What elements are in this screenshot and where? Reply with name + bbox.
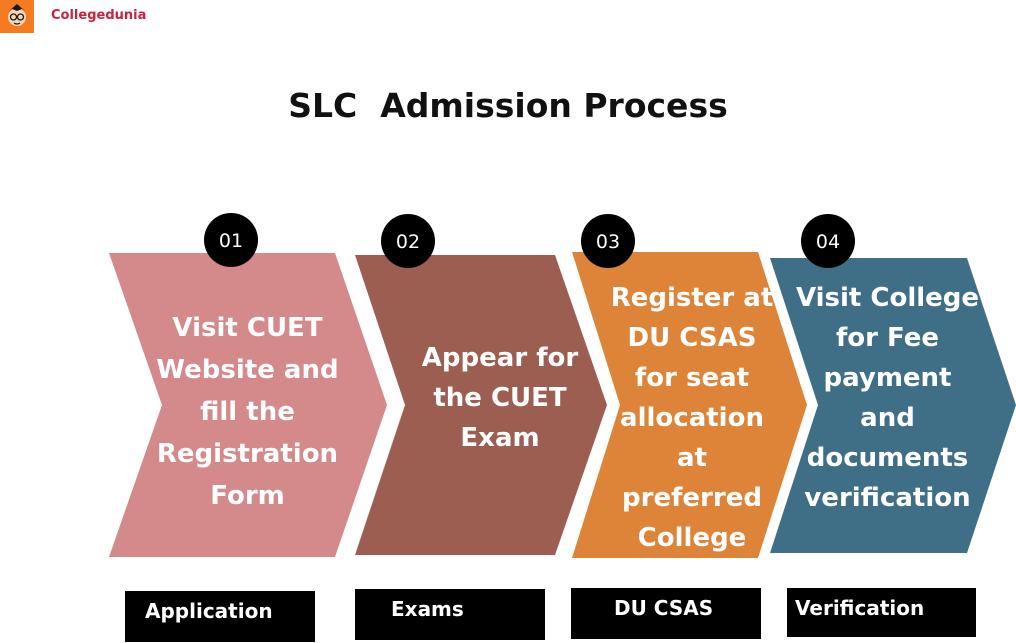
step-1-text: Visit CUET Website and fill the Registra… — [156, 313, 339, 511]
step-2-label: Exams — [355, 589, 545, 640]
brand-name[interactable]: Collegedunia — [51, 8, 147, 23]
step-3-number: 03 — [596, 231, 620, 253]
step-3-label: DU CSAS — [571, 588, 761, 639]
step-1-number-badge: 01 — [204, 213, 258, 267]
step-4-number: 04 — [816, 231, 840, 253]
step-3-chevron — [572, 252, 807, 558]
step-2-text: Appear for the CUET Exam — [421, 343, 579, 453]
step-4-label: Verification — [787, 588, 976, 637]
step-1-label: Application — [125, 591, 315, 642]
step-3-text: Register at DU CSAS for seat allocation … — [610, 283, 774, 553]
step-2-number-badge: 02 — [381, 214, 435, 268]
step-3-number-badge: 03 — [581, 214, 635, 268]
collegedunia-logo-icon — [0, 0, 34, 33]
step-2-chevron — [355, 255, 607, 555]
step-4-chevron — [770, 258, 1016, 553]
step-1-chevron — [109, 253, 387, 557]
step-4-number-badge: 04 — [801, 214, 855, 268]
diagram-title: SLC Admission Process — [288, 86, 728, 125]
step-4-text: Visit College for Fee payment and docume… — [795, 283, 980, 513]
step-2-number: 02 — [396, 231, 420, 253]
step-1-number: 01 — [219, 230, 243, 252]
